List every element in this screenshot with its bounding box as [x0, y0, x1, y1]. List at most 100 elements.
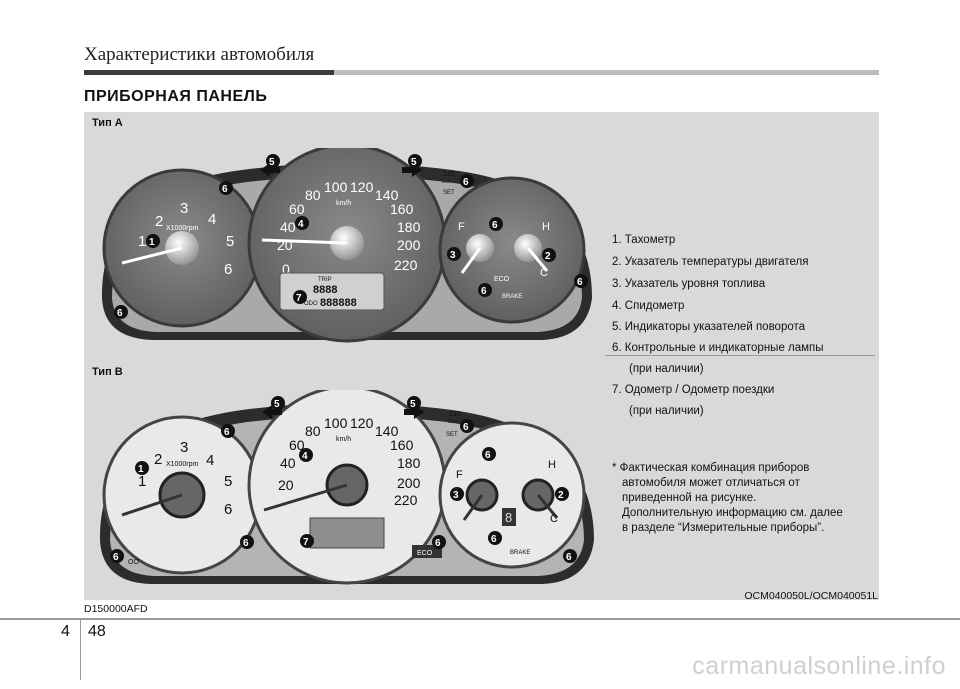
trip-label: TRIP [318, 277, 332, 283]
callout-6: 6 [432, 535, 446, 549]
svg-text:6: 6 [117, 308, 123, 319]
tach-tick: 5 [226, 233, 234, 250]
eco-indicator: ECO [417, 550, 433, 557]
speedo-tick: 140 [375, 423, 399, 439]
tach-tick: 6 [224, 261, 232, 278]
speedo-tick: 200 [397, 475, 421, 491]
callout-6: 6 [489, 217, 503, 231]
tachometer-needle [121, 246, 183, 265]
fuel-needle [462, 494, 484, 521]
tach-tick: 1 [138, 233, 146, 250]
speedo-tick: 220 [394, 257, 418, 273]
cruise-speed: 120 [449, 411, 461, 418]
eco-indicator: ECO [494, 276, 510, 283]
svg-text:5: 5 [411, 157, 417, 168]
section-title: ПРИБОРНАЯ ПАНЕЛЬ [84, 88, 268, 105]
type-a-label: Тип А [92, 117, 123, 129]
speedo-tick: 40 [280, 219, 296, 235]
callout-7: 7 [293, 290, 307, 304]
legend-item: 7. Одометр / Одометр поездки [612, 384, 775, 396]
svg-text:6: 6 [243, 538, 249, 549]
cruise-unit: km/h [448, 419, 457, 424]
callout-4: 4 [299, 448, 313, 462]
legend-note-line: в разделе “Измерительные приборы”. [622, 522, 825, 534]
type-b-label: Тип B [92, 366, 123, 378]
callout-6: 6 [110, 549, 124, 563]
speedo-tick: 180 [397, 455, 421, 471]
tach-tick: 2 [155, 213, 163, 230]
speedo-tick: 180 [397, 219, 421, 235]
svg-text:3: 3 [450, 250, 456, 261]
header-rule [84, 70, 879, 75]
odometer-lcd [309, 517, 385, 549]
speedo-tick: 40 [280, 455, 296, 471]
speedo-tick: 120 [350, 179, 374, 195]
callout-5-right: 5 [408, 154, 422, 168]
svg-text:6: 6 [463, 177, 469, 188]
svg-text:5: 5 [269, 157, 275, 168]
instrument-cluster-type-a: 1 2 3 4 5 6 X1000rpm 0 20 40 60 80 100 1… [101, 148, 592, 343]
tach-tick: 4 [206, 452, 214, 469]
svg-text:6: 6 [577, 277, 583, 288]
legend-item: 5. Индикаторы указателей поворота [612, 321, 806, 333]
tach-unit: X1000rpm [166, 461, 198, 468]
instrument-cluster-type-b: 1 2 3 4 5 6 X1000rpm 20 40 60 80 100 120… [99, 390, 595, 585]
callout-6: 6 [240, 535, 254, 549]
trip-digits: 8888 [313, 284, 337, 296]
odo-digits: 888888 [320, 297, 357, 309]
callout-1: 1 [146, 234, 160, 248]
speedo-tick: 20 [277, 237, 293, 253]
svg-text:2: 2 [545, 251, 551, 262]
speedo-tick: 200 [397, 237, 421, 253]
svg-text:1: 1 [138, 464, 144, 475]
speedo-tick: 60 [289, 201, 305, 217]
chapter-number: 4 [61, 623, 70, 640]
svg-text:1: 1 [149, 237, 155, 248]
speedometer-needle [263, 483, 348, 512]
svg-text:5: 5 [410, 399, 416, 410]
watermark: carmanualsonline.info [692, 652, 946, 680]
svg-text:7: 7 [303, 537, 309, 548]
tach-tick: 5 [224, 473, 232, 490]
svg-text:6: 6 [222, 184, 228, 195]
temp-hot-label: H [542, 221, 550, 233]
callout-2: 2 [542, 248, 556, 262]
tach-unit: X1000rpm [166, 225, 198, 232]
svg-text:6: 6 [481, 286, 487, 297]
callout-6: 6 [478, 283, 492, 297]
callout-2: 2 [555, 487, 569, 501]
gear-indicator [502, 508, 516, 526]
cruise-speed: 120 [443, 171, 455, 178]
legend-item: 1. Тахометр [612, 234, 676, 246]
speedo-tick: 0 [282, 261, 290, 277]
callout-7: 7 [300, 534, 314, 548]
temp-cold-label: C [550, 513, 558, 525]
svg-text:6: 6 [435, 538, 441, 549]
tachometer-needle [121, 493, 183, 517]
speedo-tick: 160 [390, 437, 414, 453]
tach-tick: 1 [138, 473, 146, 490]
callout-6: 6 [482, 447, 496, 461]
tach-tick: 3 [180, 439, 188, 456]
callout-5-left: 5 [271, 396, 285, 410]
brake-indicator: BRAKE [502, 294, 522, 300]
svg-text:6: 6 [491, 534, 497, 545]
legend-item: (при наличии) [629, 363, 704, 375]
footer-rule [0, 618, 960, 620]
oo-label: OO [128, 559, 139, 566]
legend-item: (при наличии) [629, 405, 704, 417]
turn-left-arrow-icon [262, 405, 282, 419]
fuel-temp-dial [438, 421, 586, 569]
tach-tick: 2 [154, 451, 162, 468]
speedo-tick: 100 [324, 179, 348, 195]
callout-6: 6 [460, 174, 474, 188]
speedo-tick: 60 [289, 437, 305, 453]
svg-text:4: 4 [298, 219, 304, 230]
legend-note-line: автомобиля может отличаться от [622, 477, 800, 489]
cruise-set: SET [446, 432, 458, 438]
callout-3: 3 [450, 487, 464, 501]
turn-right-arrow-icon [404, 405, 424, 419]
turn-left-arrow-icon [260, 163, 280, 177]
svg-text:4: 4 [302, 451, 308, 462]
cruise-set: SET [443, 190, 455, 196]
